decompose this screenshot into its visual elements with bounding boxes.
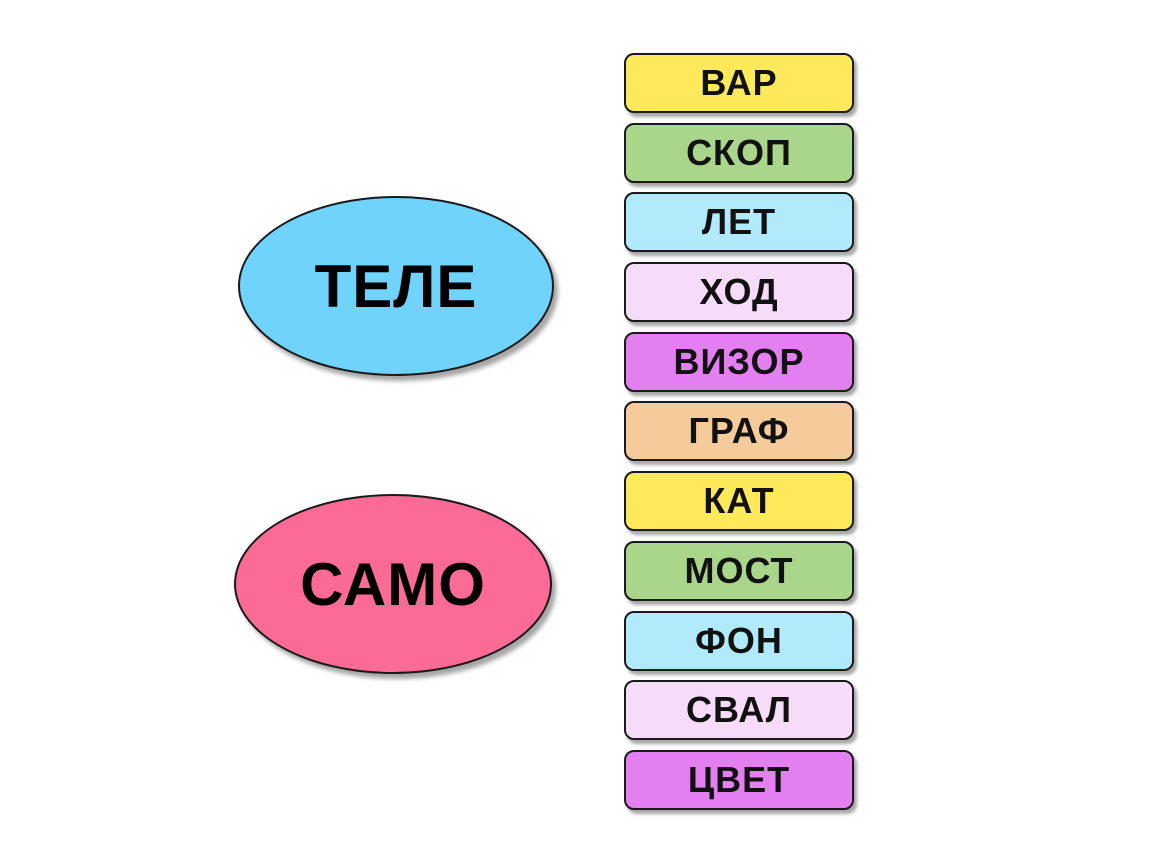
word-root-tile[interactable]: ХОД xyxy=(624,262,854,323)
word-root-label: ВИЗОР xyxy=(673,340,805,382)
word-root-tile[interactable]: ЦВЕТ xyxy=(624,749,854,810)
word-root-tile[interactable]: СКОП xyxy=(624,122,854,183)
word-root-label: ГРАФ xyxy=(688,410,790,452)
prefix-label: ТЕЛЕ xyxy=(314,252,478,320)
word-root-label: КАТ xyxy=(703,480,775,522)
word-root-tile[interactable]: СВАЛ xyxy=(624,680,854,741)
word-root-label: ФОН xyxy=(695,619,783,661)
word-root-label: ХОД xyxy=(699,271,779,313)
word-root-tile[interactable]: МОСТ xyxy=(624,540,854,601)
word-root-tile[interactable]: КАТ xyxy=(624,471,854,532)
word-root-label: СКОП xyxy=(686,131,792,173)
word-root-tile[interactable]: ФОН xyxy=(624,610,854,671)
word-root-tile[interactable]: ВАР xyxy=(624,53,854,113)
word-root-tile[interactable]: ГРАФ xyxy=(624,401,854,462)
prefix-ellipse-tele[interactable]: ТЕЛЕ xyxy=(238,196,554,376)
prefix-ellipse-samo[interactable]: САМО xyxy=(234,494,552,674)
word-root-label: ЛЕТ xyxy=(701,201,777,243)
word-root-label: ВАР xyxy=(700,62,778,103)
word-root-tile[interactable]: ЛЕТ xyxy=(624,192,854,253)
word-root-tile[interactable]: ВИЗОР xyxy=(624,331,854,392)
prefix-label: САМО xyxy=(300,550,486,618)
word-root-label: СВАЛ xyxy=(686,689,792,731)
word-root-label: ЦВЕТ xyxy=(687,758,791,800)
word-root-label: МОСТ xyxy=(684,549,794,591)
word-root-column: ВАР СКОП ЛЕТ ХОД ВИЗОР ГРАФ КАТ МОСТ ФОН… xyxy=(624,53,856,820)
